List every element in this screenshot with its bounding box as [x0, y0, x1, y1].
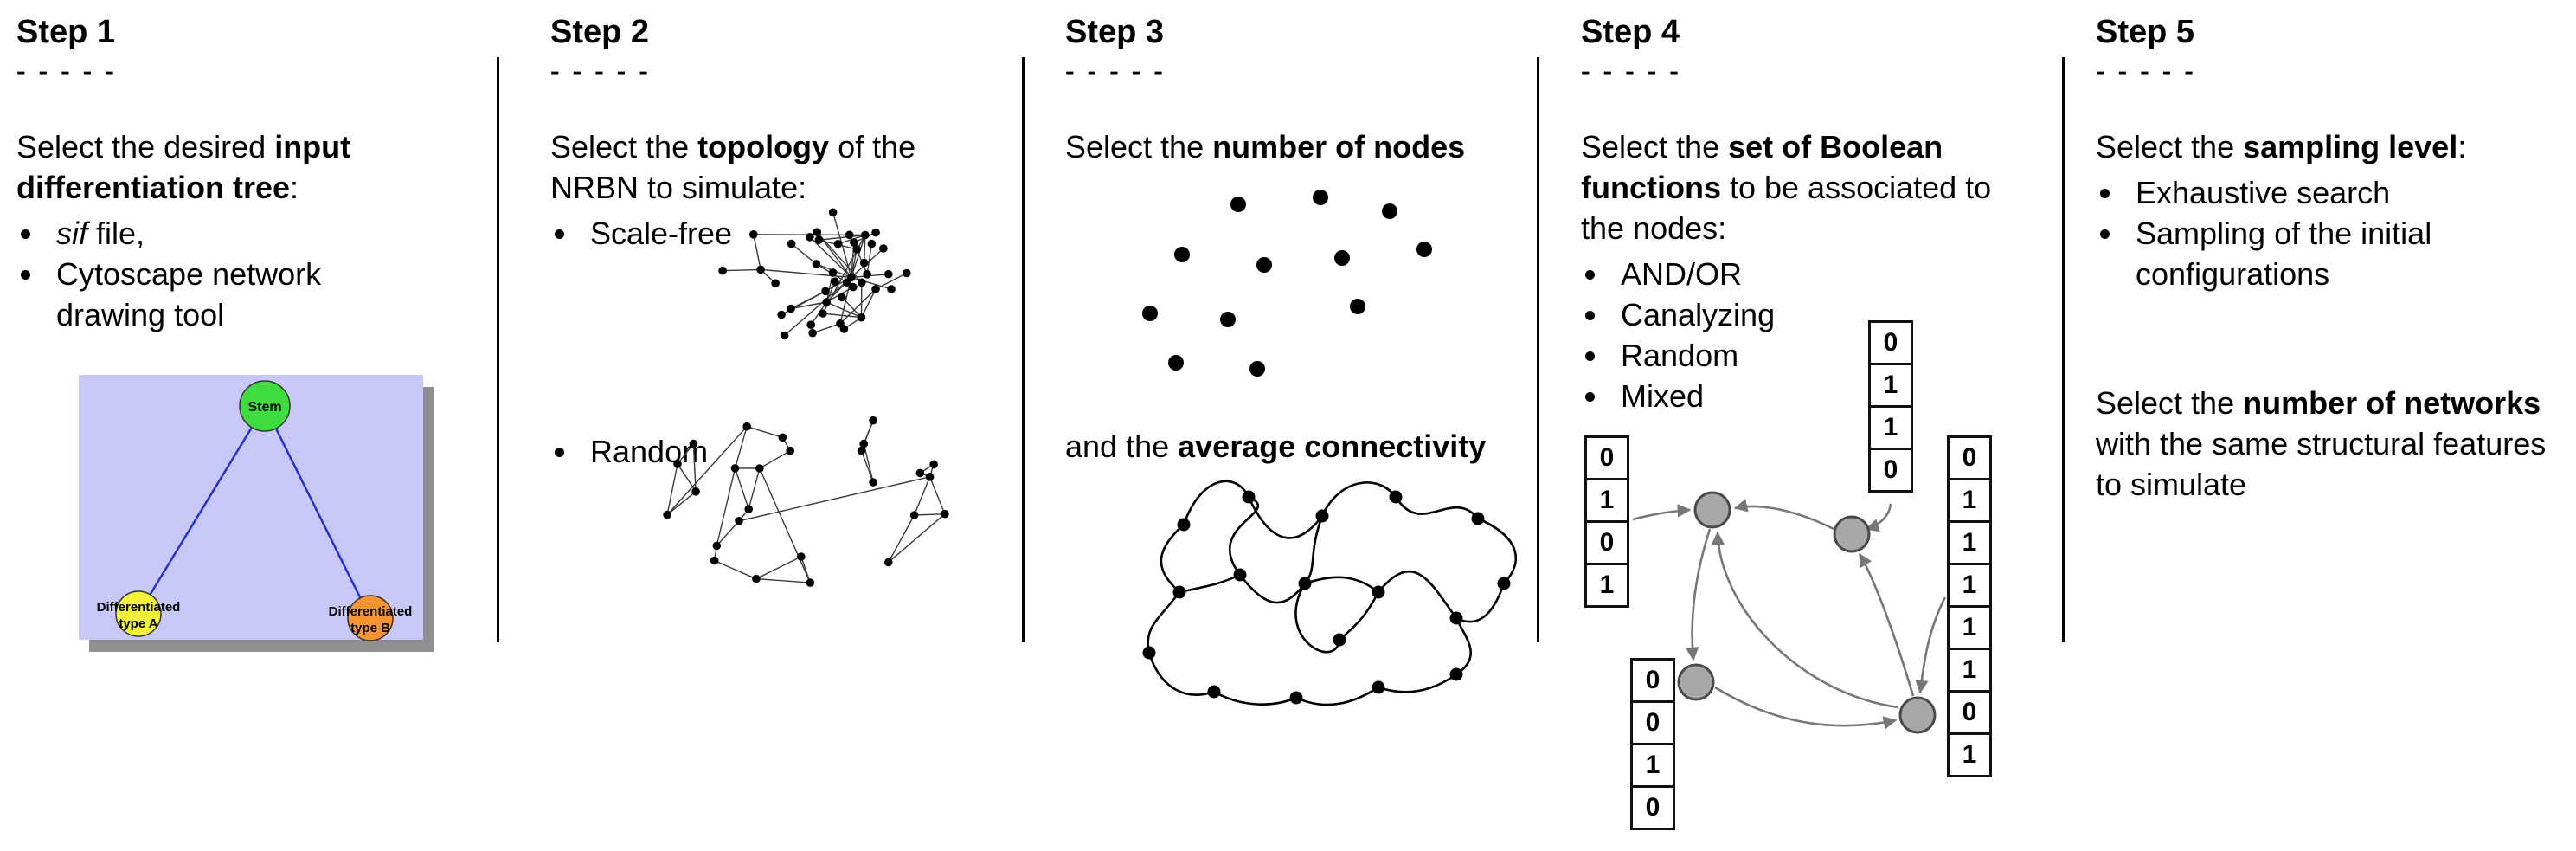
connectivity-network-figure	[1142, 480, 1517, 706]
boolean-network-canvas	[1632, 491, 1947, 734]
boolean-node-1	[1693, 491, 1731, 529]
truth-table-cell: 0	[1868, 448, 1913, 493]
step-1-panel: Step 1 - - - - - Select the desired inpu…	[16, 12, 466, 652]
truth-table-cell: 1	[1584, 563, 1629, 608]
truth-table-cell: 1	[1947, 563, 1992, 608]
truth-table-cell: 1	[1947, 520, 1992, 565]
truth-table-cell: 1	[1947, 732, 1992, 777]
bullet-sampling: Sampling of the initial configurations	[2125, 213, 2508, 294]
step-5-bullet-list: Exhaustive search Sampling of the initia…	[2096, 172, 2559, 294]
truth-table-cell: 0	[1630, 700, 1675, 745]
tangled-nodes	[1142, 490, 1511, 705]
truth-table-cell: 1	[1868, 363, 1913, 408]
bullet-canalyzing: Canalyzing	[1610, 294, 2035, 335]
boolean-node-2	[1833, 515, 1871, 553]
step-1-bullet-list: sif file, Cytoscape network drawing tool	[16, 213, 466, 335]
truth-table-cell: 0	[1630, 658, 1675, 703]
type-b-label-line1: Differentiated	[329, 604, 413, 619]
tree-edge-stem-a	[137, 405, 267, 615]
bullet-random-fn: Random	[1610, 335, 2035, 376]
step-4-dashed-separator: - - - - -	[1581, 55, 1681, 87]
divider-1	[497, 57, 499, 642]
step-3-dashed-separator: - - - - -	[1065, 55, 1166, 87]
step-1-title: Step 1	[16, 14, 116, 50]
node-dots	[1142, 190, 1432, 377]
tree-edges	[137, 405, 372, 619]
truth-table-cell: 0	[1584, 520, 1629, 565]
differentiation-tree-figure: Stem Differentiated type A Differentiate…	[79, 375, 434, 652]
truth-table-bottom-left: 0 0 1 0	[1630, 658, 1675, 830]
stem-label: Stem	[247, 400, 281, 415]
truth-table-left: 0 1 0 1	[1584, 435, 1629, 608]
bullet-random: Random	[580, 431, 708, 472]
boolean-node-4	[1898, 696, 1937, 734]
step-4-instruction: Select the set of Boolean functions to b…	[1581, 129, 1992, 246]
boolean-node-3	[1677, 663, 1715, 701]
truth-table-cell: 1	[1947, 605, 1992, 650]
divider-2	[1022, 57, 1025, 642]
bullet-cytoscape: Cytoscape network drawing tool	[46, 254, 355, 335]
truth-table-cell: 0	[1947, 690, 1992, 735]
divider-3	[1537, 57, 1539, 642]
scale-free-network-figure	[718, 208, 911, 340]
step-5-networks-text: Select the number of networks with the s…	[2096, 385, 2547, 502]
step-2-bullet-list: Scale-free	[550, 213, 1005, 254]
truth-table-cell: 0	[1584, 435, 1629, 480]
type-b-label-line2: type B	[350, 621, 390, 635]
step-4-panel: Step 4 - - - - - Select the set of Boole…	[1581, 12, 2035, 830]
truth-table-cell: 1	[1584, 478, 1629, 523]
step-4-title: Step 4	[1581, 14, 1680, 50]
step-4-bullet-list: AND/OR Canalyzing Random Mixed	[1581, 254, 2035, 416]
truth-table-cell: 1	[1947, 478, 1992, 523]
type-a-label-line2: type A	[119, 616, 157, 631]
type-a-label-line1: Differentiated	[97, 600, 181, 615]
divider-4	[2062, 57, 2065, 642]
step-2-dashed-separator: - - - - -	[550, 55, 651, 87]
bullet-exhaustive: Exhaustive search	[2125, 172, 2508, 213]
step-5-title: Step 5	[2096, 14, 2195, 50]
bullet-scale-free: Scale-free	[580, 213, 1005, 254]
truth-table-cell: 1	[1868, 405, 1913, 450]
step-3-title: Step 3	[1065, 14, 1165, 50]
step-1-instruction: Select the desired input differentiation…	[16, 129, 351, 205]
truth-table-cell: 1	[1947, 648, 1992, 693]
tree-edge-stem-b	[263, 405, 372, 619]
random-network-figure	[663, 416, 949, 587]
truth-table-cell: 0	[1947, 435, 1992, 480]
boolean-network-figure: 0 1 1 0 0 1 0 1 0 0 1 0 0 1 1 1	[1581, 320, 1996, 851]
truth-table-cell: 0	[1630, 785, 1675, 830]
stem-node	[239, 380, 291, 432]
truth-table-right: 0 1 1 1 1 1 0 1	[1947, 435, 1992, 777]
tangled-edges	[1147, 480, 1517, 706]
boolean-network-arrows	[1632, 499, 1947, 730]
differentiated-b-node	[347, 595, 394, 641]
bullet-sif-file: sif file,	[46, 213, 355, 254]
step-2-instruction: Select the topology of the NRBN to simul…	[550, 129, 916, 205]
step-2-panel: Step 2 - - - - - Select the topology of …	[550, 12, 1005, 587]
step-2-title: Step 2	[550, 14, 650, 50]
differentiated-a-node	[115, 590, 162, 637]
step-3-connectivity-text: and the average connectivity	[1065, 429, 1487, 464]
bullet-and-or: AND/OR	[1610, 254, 2035, 294]
boolean-network-nodes	[1677, 491, 1937, 734]
step-1-dashed-separator: - - - - -	[16, 55, 117, 87]
bullet-mixed: Mixed	[1610, 376, 2035, 416]
step-5-panel: Step 5 - - - - - Select the sampling lev…	[2096, 12, 2559, 502]
truth-table-cell: 0	[1868, 320, 1913, 365]
truth-table-cell: 1	[1630, 743, 1675, 788]
step-3-panel: Step 3 - - - - - Select the number of no…	[1065, 12, 1537, 706]
step-5-dashed-separator: - - - - -	[2096, 55, 2196, 87]
step-5-instruction: Select the sampling level:	[2096, 129, 2467, 164]
step-3-instruction: Select the number of nodes	[1065, 129, 1466, 164]
nodes-dots-figure	[1142, 190, 1432, 377]
step-2-bullet-list-2: Random	[550, 431, 708, 472]
truth-table-top: 0 1 1 0	[1868, 320, 1913, 493]
